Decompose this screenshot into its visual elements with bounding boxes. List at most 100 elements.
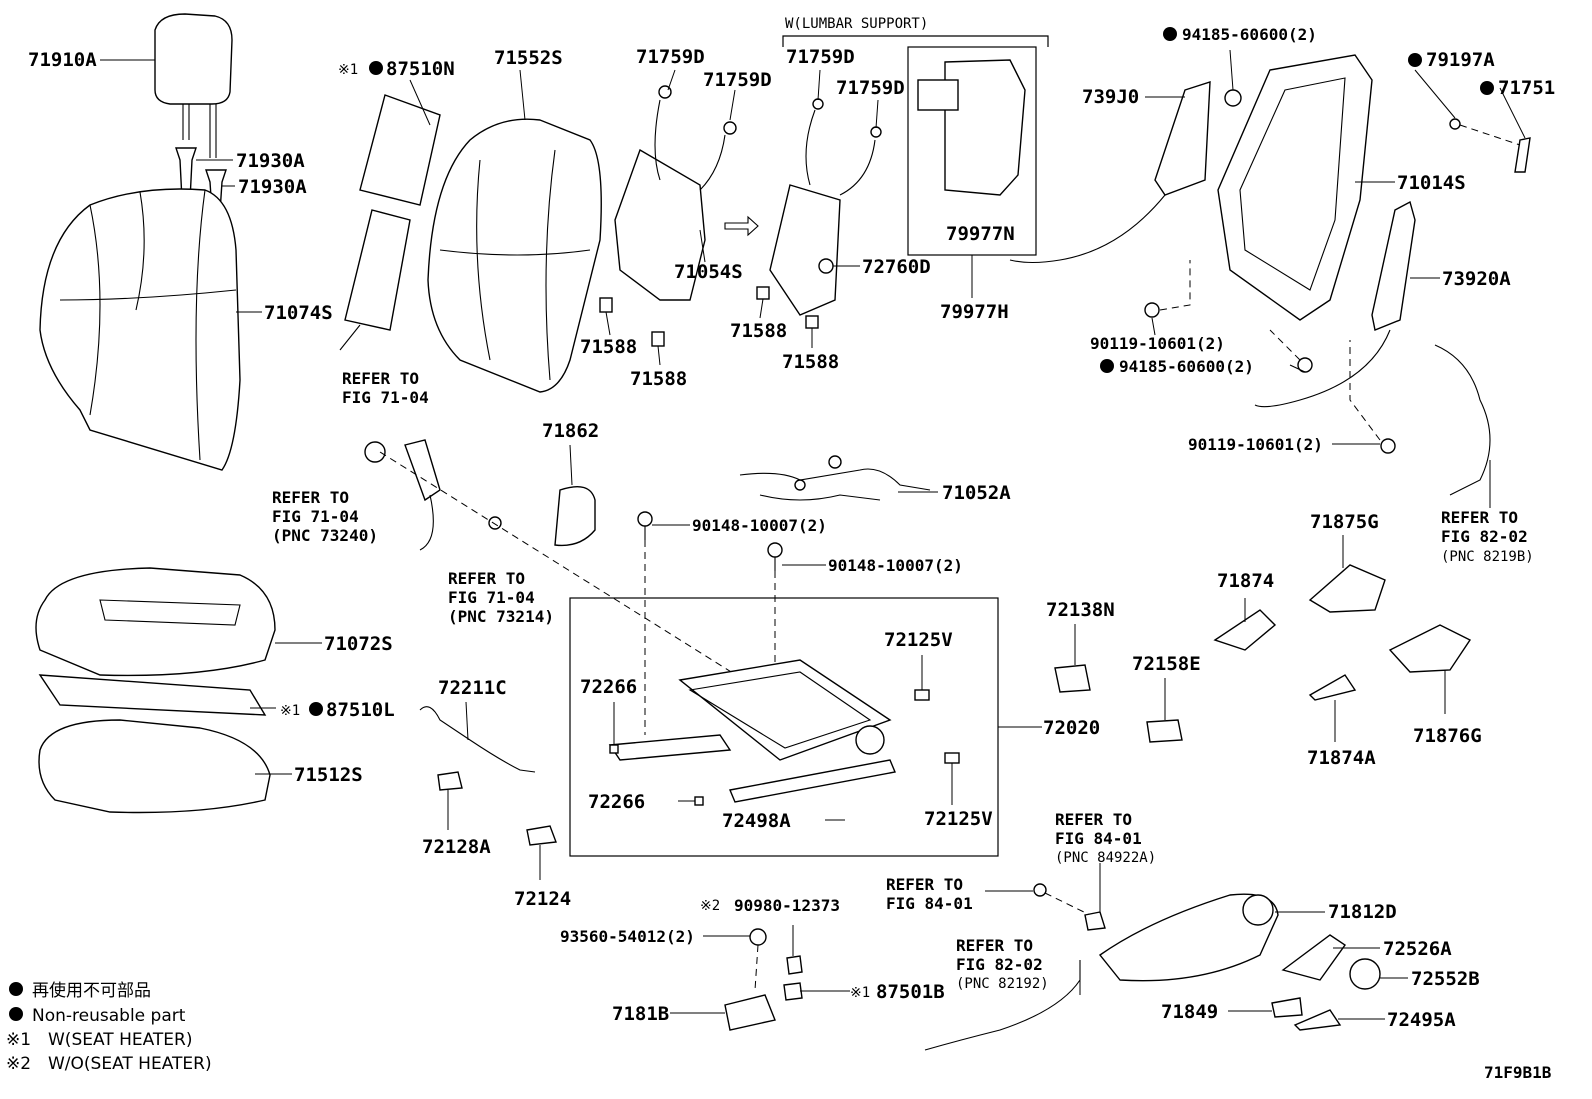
note-1-mark: ※1 — [280, 703, 300, 719]
label-72124: 72124 — [514, 888, 571, 910]
label-94185-60600: 94185-60600(2) — [1119, 357, 1254, 376]
label-71862: 71862 — [542, 420, 599, 442]
lumbar-assembly — [756, 98, 882, 329]
label-90148-10007: 90148-10007(2) — [692, 516, 827, 535]
inner-cover — [1308, 564, 1386, 613]
label-72498A: 72498A — [722, 810, 791, 832]
seatback-frame — [1217, 54, 1373, 321]
label-79977N: 79977N — [946, 223, 1015, 245]
refer-fig-82-02-8219B: REFER TO — [1441, 508, 1518, 527]
label-71588: 71588 — [580, 336, 637, 358]
label-71751: 71751 — [1498, 77, 1555, 99]
seatback-pad — [427, 118, 602, 393]
legend-jp: 再使用不可部品 — [32, 980, 151, 1001]
label-71910A: 71910A — [28, 49, 97, 71]
label-71930A: 71930A — [236, 150, 305, 172]
label-72158E: 72158E — [1132, 653, 1201, 675]
refer-fig-71-04-73214: (PNC 73214) — [448, 607, 554, 626]
refer-fig-71-04-73240: (PNC 73240) — [272, 526, 378, 545]
lumbar-support-label: W(LUMBAR SUPPORT) — [785, 16, 928, 32]
arrow-icon — [724, 215, 759, 237]
label-71588: 71588 — [630, 368, 687, 390]
cushion-pad — [38, 719, 271, 814]
legend-note-1-mark: ※1 — [6, 1030, 31, 1050]
label-72266: 72266 — [580, 676, 637, 698]
label-71072S: 71072S — [324, 633, 393, 655]
label-71759D: 71759D — [786, 46, 855, 68]
legend-note-1: W(SEAT HEATER) — [48, 1030, 192, 1050]
note-1-mark: ※1 — [850, 985, 870, 1001]
refer-fig-84-01: FIG 84-01 — [886, 894, 973, 913]
non-reusable-mark — [1100, 359, 1114, 373]
bracket — [724, 994, 776, 1031]
side-airbag-left — [1154, 81, 1211, 196]
label-71512S: 71512S — [294, 764, 363, 786]
label-87510L: 87510L — [326, 699, 395, 721]
label-71759D: 71759D — [636, 46, 705, 68]
label-71874: 71874 — [1217, 570, 1274, 592]
label-71014S: 71014S — [1397, 172, 1466, 194]
label-71874A: 71874A — [1307, 747, 1376, 769]
diagram-code: 71F9B1B — [1484, 1063, 1552, 1082]
refer-fig-71-04-73214: FIG 71-04 — [448, 588, 535, 607]
label-71054S: 71054S — [674, 261, 743, 283]
refer-fig-84-01-84922A: REFER TO — [1055, 810, 1132, 829]
label-72266: 72266 — [588, 791, 645, 813]
refer-fig-71-04-73240: FIG 71-04 — [272, 507, 359, 526]
legend: 再使用不可部品 Non-reusable part ※1 W(SEAT HEAT… — [6, 980, 212, 1074]
refer-fig-82-02-8219B: (PNC 8219B) — [1441, 549, 1534, 565]
label-87501B: 87501B — [876, 981, 945, 1003]
label-72760D: 72760D — [862, 256, 931, 278]
refer-fig-82-02-82192: REFER TO — [956, 936, 1033, 955]
label-7181B: 7181B — [612, 1003, 669, 1025]
label-71812D: 71812D — [1328, 901, 1397, 923]
refer-fig-84-01-84922A: (PNC 84922A) — [1055, 850, 1156, 866]
wire-harness — [739, 455, 931, 501]
label-72128A: 72128A — [422, 836, 491, 858]
label-71875G: 71875G — [1310, 511, 1379, 533]
refer-fig-84-01-84922A: FIG 84-01 — [1055, 829, 1142, 848]
refer-fig-71-04: REFER TO — [342, 369, 419, 388]
refer-fig-71-04-73240: REFER TO — [272, 488, 349, 507]
non-reusable-mark — [1408, 53, 1422, 67]
label-71876G: 71876G — [1413, 725, 1482, 747]
label-72552B: 72552B — [1411, 968, 1480, 990]
label-90119-10601: 90119-10601(2) — [1090, 334, 1225, 353]
side-airbag-right — [1371, 200, 1416, 331]
refer-fig-71-04: FIG 71-04 — [342, 388, 429, 407]
label-71759D: 71759D — [836, 77, 905, 99]
release-cable — [419, 706, 536, 773]
label-94185-60600: 94185-60600(2) — [1182, 25, 1317, 44]
label-72526A: 72526A — [1383, 938, 1452, 960]
shield-cover — [554, 486, 596, 547]
seat-adjuster — [608, 659, 960, 806]
label-79977H: 79977H — [940, 301, 1009, 323]
note-2-mark: ※2 — [700, 898, 720, 914]
leader-lines — [100, 49, 1526, 1020]
non-reusable-mark — [309, 702, 323, 716]
refer-fig-84-01: REFER TO — [886, 875, 963, 894]
refer-fig-82-02-82192: (PNC 82192) — [956, 976, 1049, 992]
refer-fig-82-02-82192: FIG 82-02 — [956, 955, 1043, 974]
label-90119-10601: 90119-10601(2) — [1188, 435, 1323, 454]
non-reusable-mark — [1163, 27, 1177, 41]
non-reusable-mark — [9, 1007, 23, 1021]
legend-en: Non-reusable part — [32, 1006, 186, 1026]
headrest — [154, 13, 233, 158]
label-90980-12373: 90980-12373 — [734, 896, 840, 915]
label-71849: 71849 — [1161, 1001, 1218, 1023]
non-reusable-mark — [9, 982, 23, 996]
seatback-heater — [339, 94, 441, 351]
label-72495A: 72495A — [1387, 1009, 1456, 1031]
label-71930A: 71930A — [238, 176, 307, 198]
refer-fig-82-02-8219B: FIG 82-02 — [1441, 527, 1528, 546]
label-90148-10007: 90148-10007(2) — [828, 556, 963, 575]
label-72125V: 72125V — [924, 808, 993, 830]
label-71052A: 71052A — [942, 482, 1011, 504]
seatback-cover — [39, 188, 241, 471]
refer-fig-71-04-73214: REFER TO — [448, 569, 525, 588]
cushion-heater — [38, 674, 267, 716]
lumbar-plate — [599, 85, 737, 347]
non-reusable-mark — [1480, 81, 1494, 95]
